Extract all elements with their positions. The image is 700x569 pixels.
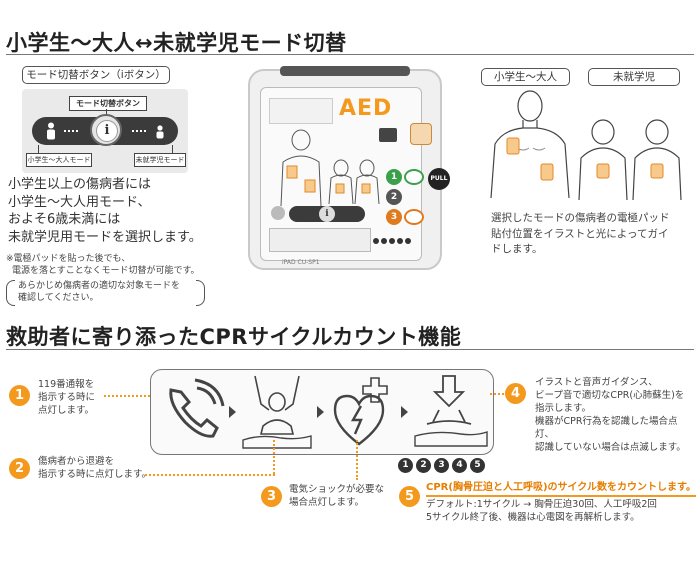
phone-icon <box>169 378 225 438</box>
aed-handle <box>280 66 410 76</box>
mode-button-box-label: モード切替ボタン（iボタン） <box>22 66 170 84</box>
mode-button-panel: モード切替ボタン i 小学生〜大人モード 未就学児モード <box>22 89 188 173</box>
aed-info-icon: i <box>319 206 335 222</box>
arrow-right-icon <box>229 406 236 418</box>
callout-3: 電気ショックが必要な 場合点灯します。 <box>289 484 385 508</box>
cycle-1: 1 <box>398 458 413 473</box>
power-button[interactable] <box>404 169 424 185</box>
aed-logo: AED <box>339 96 393 121</box>
aed-cycle-indicators <box>373 238 413 248</box>
speaker-grill-icon <box>271 206 285 220</box>
child-pad-illustration <box>578 119 682 200</box>
mode-child-label: 未就学児モード <box>134 153 186 167</box>
callout-1: 119番通報を 指示する時に 点灯します。 <box>38 379 96 416</box>
mode-description: 小学生以上の傷病者には 小学生〜大人用モード、 およそ6歳未満には 未就学児用モ… <box>8 177 202 245</box>
aed-model: iPAD CU-SP1 <box>282 259 320 266</box>
mode-adult-label: 小学生〜大人モード <box>26 153 92 167</box>
cpr-step-panel <box>150 369 494 455</box>
callout-5: CPR(胸骨圧迫と人工呼吸)のサイクル数をカウントします。 デフォルト:1サイク… <box>426 481 697 523</box>
tab-child: 未就学児 <box>588 68 680 86</box>
cycle-4: 4 <box>452 458 467 473</box>
cpr-compression-icon <box>414 375 488 447</box>
tab-adult: 小学生〜大人 <box>481 68 570 86</box>
pad-connector-icon <box>410 123 432 145</box>
badge-5: 5 <box>399 486 420 507</box>
confirm-note: あらかじめ傷病者の適切な対象モードを 確認してください。 <box>6 280 206 306</box>
badge-3: 3 <box>261 486 282 507</box>
aed-mode-button[interactable]: i <box>289 206 365 222</box>
stand-clear-icon <box>242 375 312 449</box>
aed-step1-indicator: 1 <box>386 169 402 185</box>
callout-4: イラストと音声ガイダンス、 ビープ音で適切なCPR(心肺蘇生)を 指示します。 … <box>535 377 686 453</box>
shock-button[interactable] <box>404 209 424 225</box>
mode-button-name-label: モード切替ボタン <box>69 96 147 111</box>
cycle-2: 2 <box>416 458 431 473</box>
badge-4: 4 <box>505 383 526 404</box>
pad-guide-description: 選択したモードの傷病者の電極パッド 貼付位置をイラストと光によってガイ ドします… <box>491 212 670 255</box>
callout-2: 傷病者から退避を 指示する時に点灯します。 <box>38 456 152 480</box>
pad-placement-illustration <box>280 129 380 206</box>
speaker-icon <box>379 128 397 142</box>
aed-step3-indicator: 3 <box>386 209 402 225</box>
cpr-guide-panel <box>269 228 371 252</box>
section2-title: 救助者に寄り添ったCPRサイクルカウント機能 <box>6 325 462 349</box>
cycle-counter: 1 2 3 4 5 <box>398 458 488 473</box>
child-figure-icon <box>156 125 164 139</box>
aed-step2-indicator: 2 <box>386 189 402 205</box>
cycle-3: 3 <box>434 458 449 473</box>
pull-tab[interactable]: PULL <box>428 168 450 190</box>
info-icon: i <box>96 120 118 142</box>
aed-device: AED i iPAD CU-SP1 1 2 3 <box>248 66 450 270</box>
section1-title: 小学生〜大人↔未就学児モード切替 <box>6 31 347 55</box>
cycle-5: 5 <box>470 458 485 473</box>
mode-switch-i-button[interactable]: i <box>90 114 122 146</box>
callout-5-title: CPR(胸骨圧迫と人工呼吸)のサイクル数をカウントします。 <box>426 481 696 497</box>
note-text: ※電極パッドを貼った後でも、 電源を落とすことなくモード切替が可能です。 <box>6 254 200 276</box>
adult-pad-illustration <box>490 90 570 198</box>
adult-figure-icon <box>47 122 55 140</box>
shock-heart-icon <box>333 377 388 446</box>
section1-rule <box>6 54 694 55</box>
badge-1: 1 <box>9 385 30 406</box>
badge-2: 2 <box>9 458 30 479</box>
section2-rule <box>6 349 694 350</box>
